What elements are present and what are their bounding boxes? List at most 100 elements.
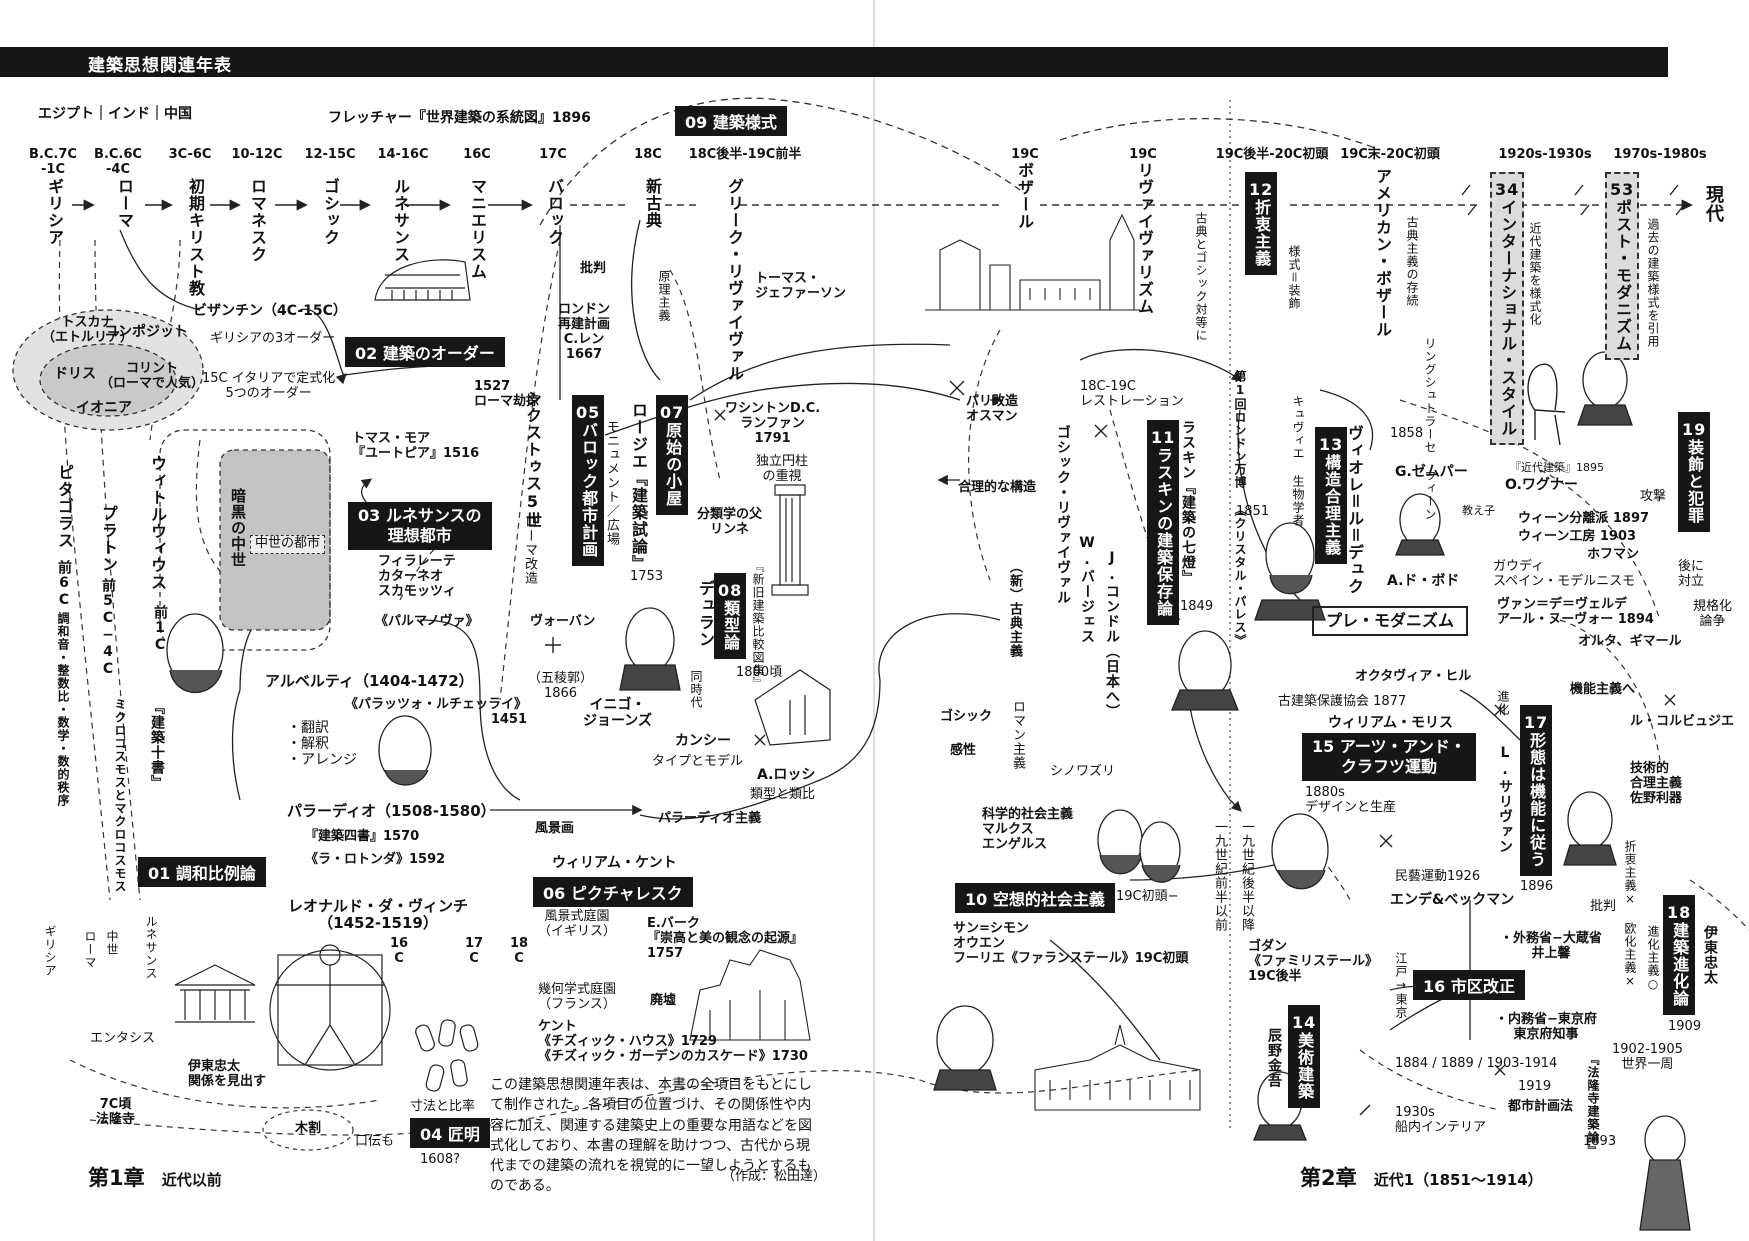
- era-greek-revival: グリーク・リヴァイヴァル: [725, 178, 744, 382]
- horta-label: オルタ、ギマール: [1578, 634, 1682, 649]
- orders-15c-label: 15C イタリアで定式化 5つのオーダー: [202, 371, 336, 401]
- cuvier-label: キュヴィエ 生物学者: [1291, 395, 1305, 527]
- topic-18[interactable]: 18建築進化論: [1663, 895, 1696, 1015]
- topic-14[interactable]: 14美術建築: [1288, 1005, 1321, 1108]
- sunpo-label: 寸法と比率: [410, 1099, 476, 1114]
- era-period-12: 19C後半-20C初頭: [1215, 147, 1329, 162]
- portrait-sketches: [166, 351, 1691, 1231]
- hihan2-label: 批判: [1590, 899, 1617, 914]
- corbusier-label: ル・コルビュジエ: [1630, 714, 1735, 729]
- three-orders-label: ギリシアの3オーダー: [210, 331, 336, 346]
- quote-label: 過去の建築様式を引用: [1646, 218, 1660, 348]
- velde-label: ヴァン＝デ＝ヴェルデ アール・ヌーヴォー 1894: [1497, 597, 1654, 627]
- kindai-label: 『近代建築』1895: [1510, 461, 1604, 474]
- ende-label: エンデ&ベックマン: [1390, 892, 1515, 908]
- cosmos-label: ミクロコスモスとマクロコスモス: [113, 698, 127, 893]
- topic-05[interactable]: 05バロック都市計画: [572, 395, 605, 566]
- vitruvius-label: ウィトルウィウス: [148, 455, 167, 591]
- era-romanesque: ロマネスク: [248, 178, 267, 263]
- kyoushi-label: 教え子: [1462, 504, 1495, 517]
- chapter2-heading: 第2章 近代1（1851〜1914）: [1300, 1166, 1543, 1190]
- gijutsu-label: 技術的 合理主義 佐野利器: [1630, 761, 1683, 806]
- topic-03[interactable]: 03 ルネサンスの 理想都市: [348, 502, 492, 550]
- topic-02[interactable]: 02 建築のオーダー: [345, 337, 505, 367]
- ruin-sketch: [689, 949, 811, 1041]
- morris-label: ウィリアム・モリス: [1328, 715, 1454, 731]
- premodernism-box[interactable]: プレ・モダニズム: [1312, 606, 1469, 637]
- palladio-label: パラーディオ（1508-1580）: [287, 802, 496, 820]
- laugier-date: 1753: [630, 569, 664, 584]
- vitruvian-sketch: [269, 944, 391, 1071]
- godin-label: ゴダン 《ファミリステール》 19C後半: [1248, 939, 1379, 984]
- kent-label: ウィリアム・ケント: [552, 855, 677, 871]
- c16-label: 16 C: [390, 936, 409, 966]
- modern-style-label: 近代建築を様式化: [1528, 222, 1542, 326]
- viollet-label: ヴィオレ＝ル＝デュク: [1345, 425, 1364, 595]
- topic-53[interactable]: 53ポスト・モダニズム: [1605, 172, 1640, 360]
- ito-horyuji-label: 伊東忠太 関係を見出す: [188, 1059, 267, 1089]
- topic-04[interactable]: 04 匠明: [410, 1118, 490, 1148]
- fukeiga-label: 風景画: [535, 821, 575, 836]
- expo-date: 1851: [1236, 504, 1270, 519]
- topic-07[interactable]: 07原始の小屋: [656, 395, 689, 515]
- burke-label: E.バーク 『崇高と美の観念の起源』 1757: [647, 916, 804, 961]
- topic-01[interactable]: 01 調和比例論: [138, 857, 266, 887]
- taiyu-label: 後に 対立: [1678, 559, 1705, 589]
- early19-label: 19C初頭−: [1116, 889, 1179, 904]
- yonsho-label: 『建築四書』1570: [305, 829, 420, 844]
- plato-label: プラトン: [99, 505, 118, 573]
- topic-19[interactable]: 19装飾と犯罪: [1678, 412, 1711, 532]
- wren-label: ロンドン 再建計画 C.レン 1667: [558, 302, 611, 362]
- medieval-vertical: 中世: [105, 930, 119, 956]
- colosseum-sketch: [374, 259, 471, 301]
- secession-label: ウィーン分離派 1897: [1518, 511, 1650, 526]
- era-present: 現代: [1703, 185, 1724, 223]
- romanticism-label: ロマン主義: [1010, 700, 1025, 770]
- durand-label: デュラン: [696, 580, 715, 648]
- setchu-label: 折衷主義× 欧化主義×: [1623, 840, 1637, 989]
- topic-09[interactable]: 09 建築様式: [675, 106, 787, 136]
- topic-15[interactable]: 15 アーツ・アンド・ クラフツ運動: [1302, 733, 1476, 781]
- after19-label: 一九世紀後半以降: [1239, 820, 1254, 932]
- quincy-label: カンシー: [675, 733, 731, 749]
- chapter1-heading: 第1章 近代以前: [88, 1166, 222, 1190]
- greece-vertical: ギリシア: [43, 925, 57, 977]
- renaissance-vertical: ルネサンス: [144, 915, 158, 980]
- dark-ages-label: 暗黒の中世: [229, 488, 247, 568]
- topic-17[interactable]: 17形態は機能に従う: [1520, 705, 1553, 876]
- rossi-label: A.ロッシ: [757, 767, 816, 783]
- more-label: トマス・モア 『ユートピア』1516: [352, 431, 480, 461]
- topic-13[interactable]: 13構造合理主義: [1315, 427, 1348, 564]
- rotonda-label: 《ラ・ロトンダ》1592: [305, 852, 446, 867]
- topic-16[interactable]: 16 市区改正: [1413, 970, 1525, 1000]
- sixtus-label: シクストゥス5世: [523, 390, 542, 529]
- building-sketch: [1034, 1024, 1201, 1111]
- juusho-label: 『建築十書』: [149, 700, 165, 790]
- chapter2-title: 近代1（1851〜1914）: [1373, 1171, 1543, 1189]
- era-period-9: 18C後半-19C前半: [688, 147, 802, 162]
- temple-sketch: [174, 964, 256, 1023]
- shinka-label: 進化: [1496, 690, 1510, 716]
- kinoshugi-label: 機能主義へ: [1570, 682, 1636, 697]
- wagner-label: O.ワグナー: [1505, 477, 1578, 493]
- spab-label: 古建築保護協会 1877: [1278, 694, 1407, 709]
- topic-08[interactable]: 08類型論: [714, 573, 747, 659]
- era-period-7: 17C: [539, 147, 567, 162]
- restoration-label: 18C-19C レストレーション: [1080, 379, 1184, 409]
- inigo-label: イニゴ・ ジョーンズ: [583, 697, 653, 730]
- fletcher-label: フレッチャー『世界建築の系統図』1896: [328, 110, 591, 126]
- topic-10[interactable]: 10 空想的社会主義: [955, 883, 1115, 913]
- ruikei-label: 類型と類比: [750, 787, 816, 802]
- topic-34[interactable]: 34インターナショナル・スタイル: [1490, 172, 1525, 445]
- before19-label: 一九世紀前半以前: [1212, 820, 1227, 932]
- topic-11[interactable]: 11ラスキンの建築保存論: [1147, 420, 1180, 625]
- chapter1-number: 第1章: [88, 1166, 145, 1190]
- era-period-13: 19C末-20C初頭: [1340, 147, 1440, 162]
- explanatory-note: この建築思想関連年表は、本書の全項目をもとにして制作された。各項目の位置づけ、そ…: [490, 1077, 812, 1195]
- note-author: （作成：松田達）: [722, 1169, 827, 1184]
- c17-label: 17 C: [465, 936, 484, 966]
- tatsuno-label: 辰野金吾: [1266, 1028, 1282, 1088]
- topic-12[interactable]: 12折衷主義: [1245, 172, 1278, 275]
- topic-06[interactable]: 06 ピクチャレスク: [533, 877, 693, 907]
